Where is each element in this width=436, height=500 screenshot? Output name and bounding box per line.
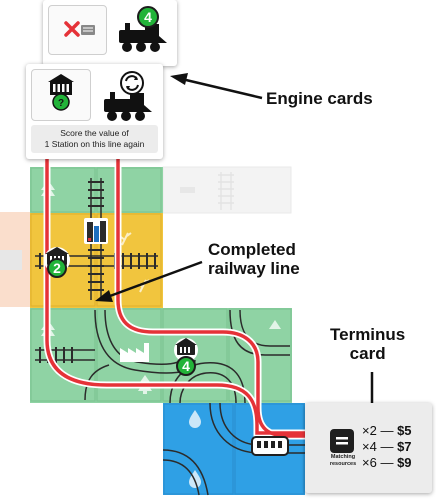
terminus-callout: Terminus card <box>330 325 405 363</box>
faded-grey-tiles <box>162 166 292 214</box>
price-row: ×6 — $9 <box>362 455 432 471</box>
svg-text:?: ? <box>58 98 64 109</box>
completed-line-callout: Completed railway line <box>208 240 300 278</box>
matching-resources-label: Matching resources <box>323 454 363 468</box>
station-icon-green <box>174 338 198 362</box>
price-row: ×2 — $5 <box>362 423 432 439</box>
terminus-callout-2: card <box>349 344 386 363</box>
crossed-crate-icon <box>64 21 95 37</box>
completed-railway-line <box>43 66 309 440</box>
engine-card-front[interactable]: ? Score the value of 1 Station on this l… <box>26 64 163 159</box>
terminus-card[interactable] <box>305 403 432 493</box>
price-dash: — <box>380 439 394 454</box>
station-badge-2: 2 <box>47 258 67 278</box>
station-rescore-box: ? <box>31 69 91 121</box>
discard-crate-box <box>48 5 107 55</box>
engine-number-badge: 4 <box>137 6 159 28</box>
station-question-icon: ? <box>48 74 74 111</box>
locomotive-refresh-icon <box>104 71 152 121</box>
price-count: ×2 <box>362 423 377 438</box>
price-count: ×6 <box>362 455 377 470</box>
city-building-icon <box>84 218 108 244</box>
price-row: ×4 — $7 <box>362 439 432 455</box>
matching-label-line-2: resources <box>329 461 357 467</box>
price-value: $5 <box>397 423 412 438</box>
factory-icon <box>120 343 149 362</box>
price-value: $7 <box>397 439 412 454</box>
terminus-price-list: ×2 — $5 ×4 — $7 ×6 — $9 <box>362 423 432 471</box>
price-dash: — <box>380 423 394 438</box>
completed-line-callout-2: railway line <box>208 259 300 278</box>
station-badge-4: 4 <box>176 356 196 376</box>
price-value: $9 <box>397 455 412 470</box>
price-dash: — <box>380 455 394 470</box>
completed-line-callout-1: Completed <box>208 240 296 259</box>
engine-card-back[interactable]: 4 <box>43 0 177 66</box>
matching-resources-icon <box>330 429 354 453</box>
faded-left-tiles <box>0 212 30 307</box>
matching-label-line-1: Matching <box>330 454 356 460</box>
engine-card-ability-text: Score the value of 1 Station on this lin… <box>31 125 158 153</box>
terminus-train-icon <box>251 436 289 456</box>
ability-text-line-1: Score the value of <box>60 128 129 138</box>
ability-text-line-2: 1 Station on this line again <box>44 139 145 149</box>
locomotive-icon <box>119 23 167 52</box>
terminus-callout-1: Terminus <box>330 325 406 344</box>
price-count: ×4 <box>362 439 377 454</box>
engine-cards-callout: Engine cards <box>266 89 373 108</box>
